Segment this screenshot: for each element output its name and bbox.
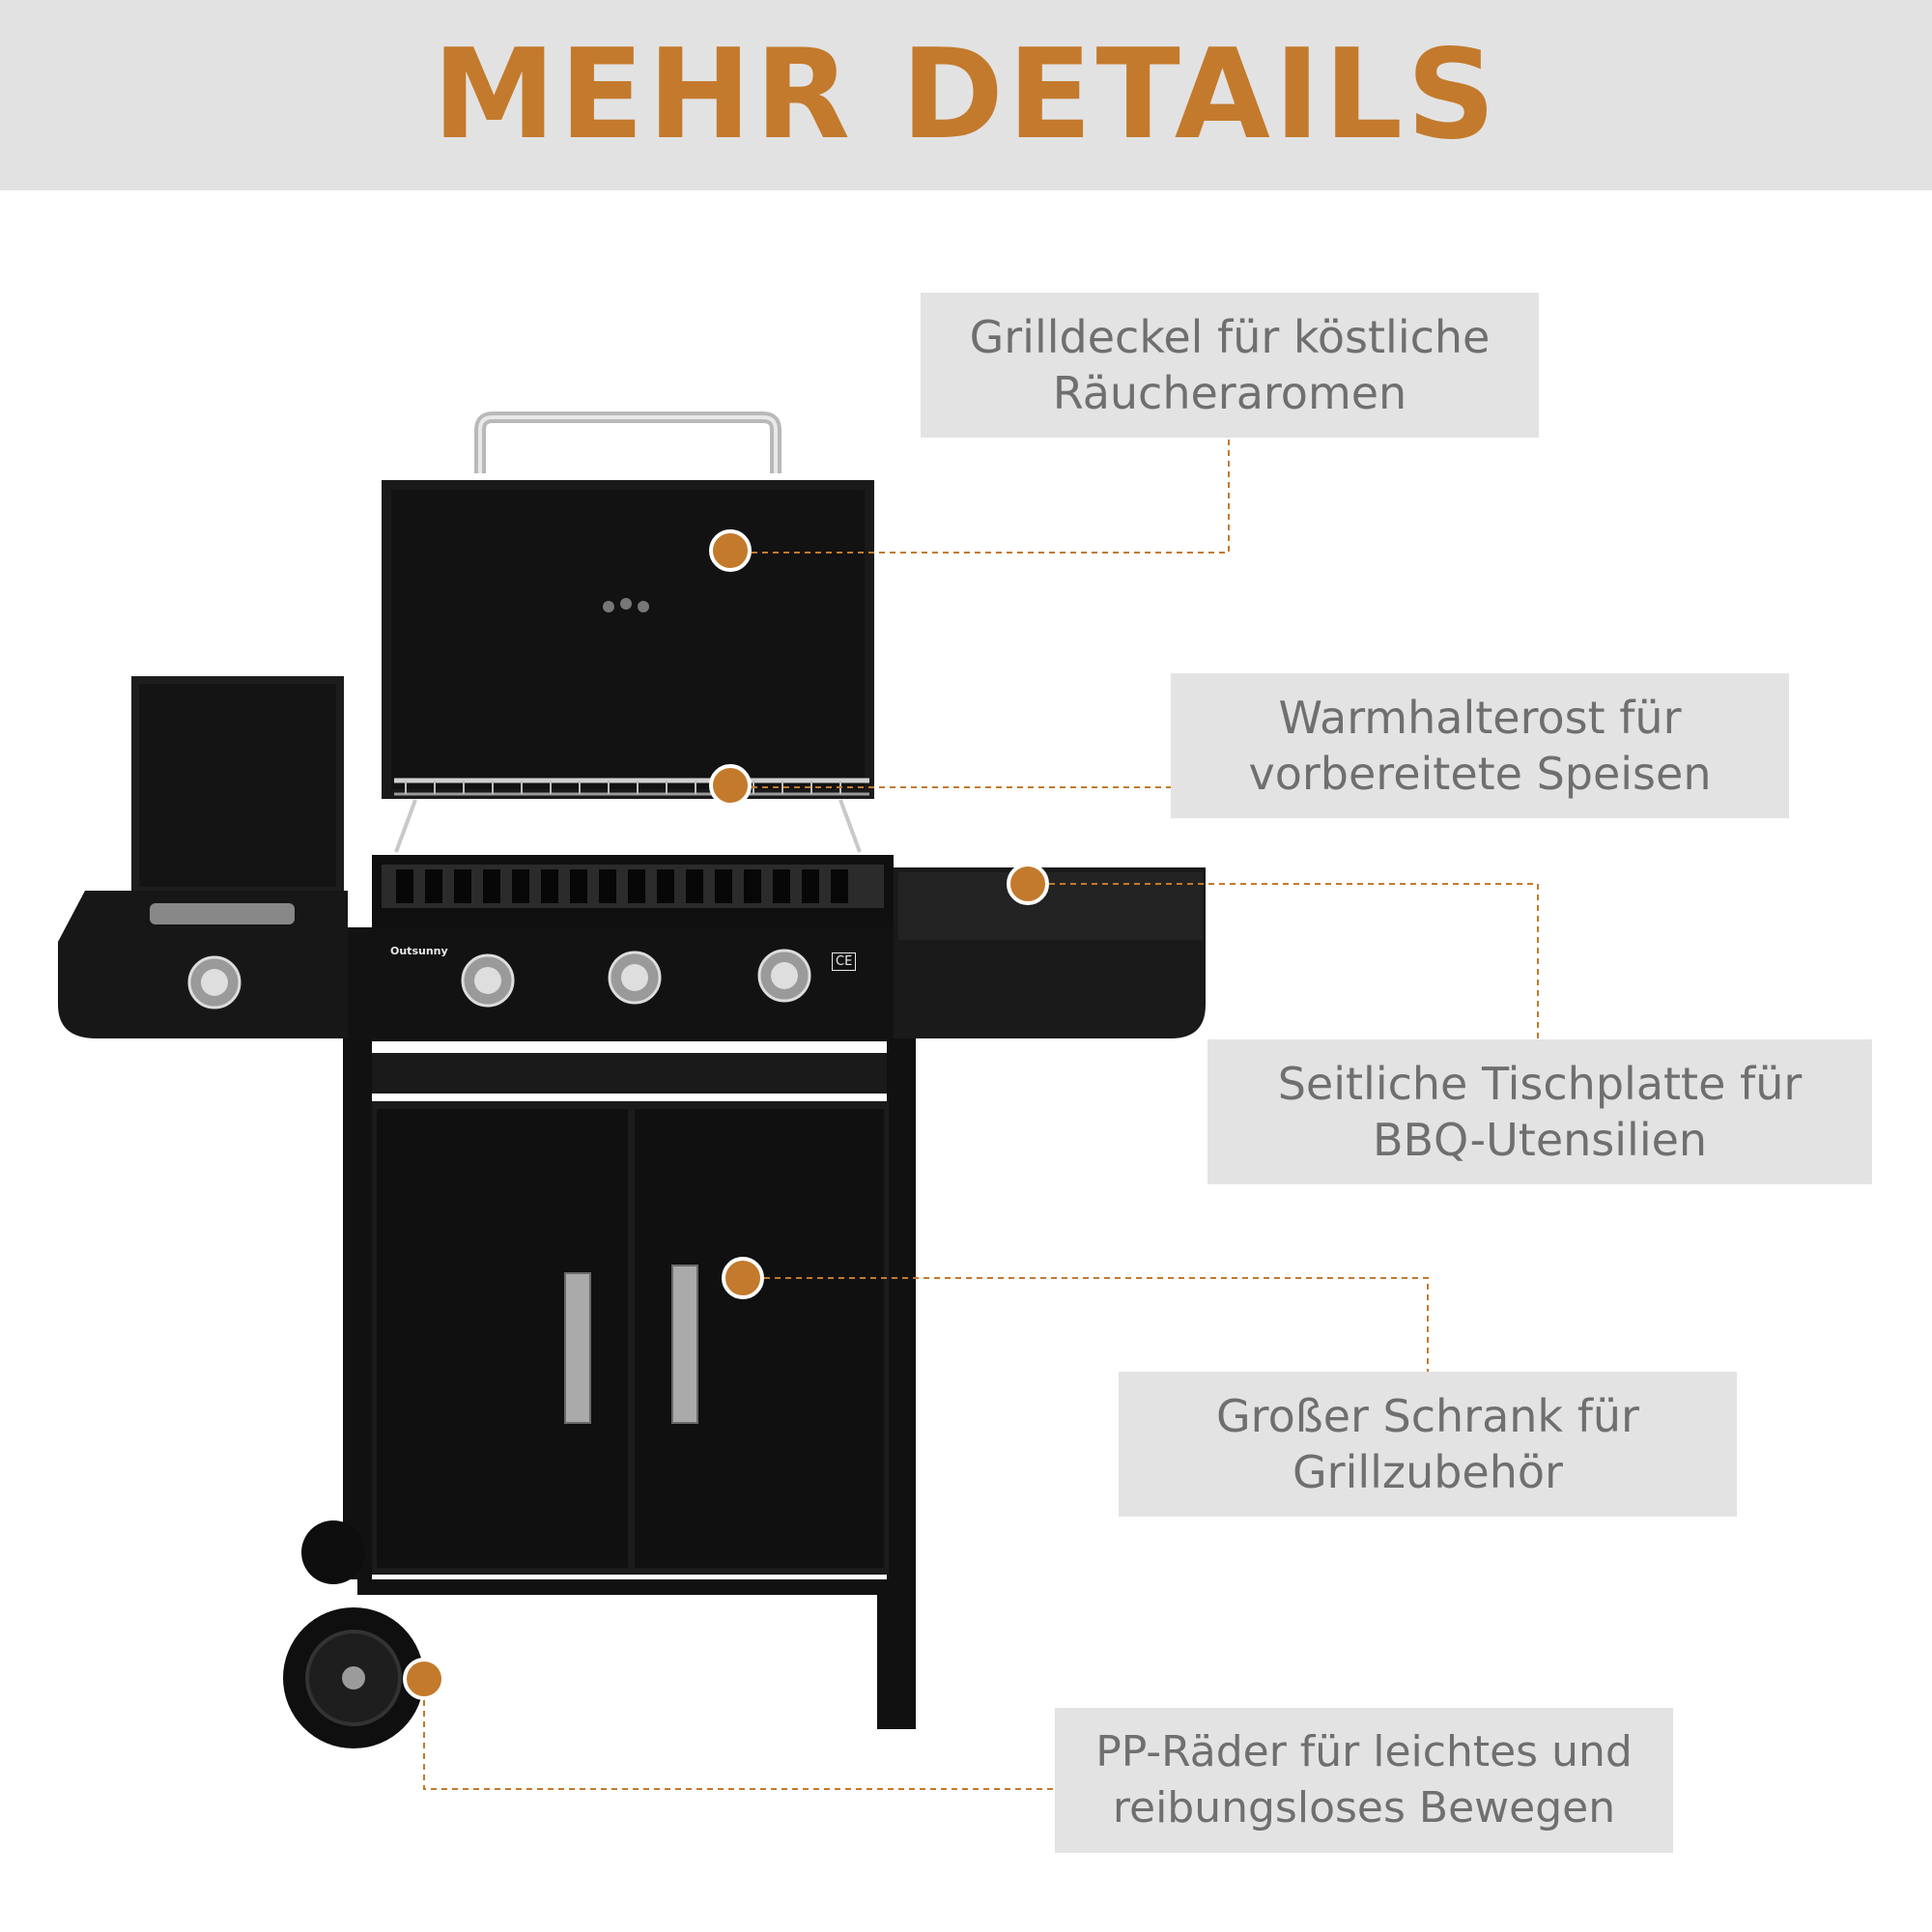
- callout-side-table: Seitliche Tischplatte für BBQ-Utensilien: [1208, 1039, 1872, 1184]
- callout-cabinet-line1: Großer Schrank für: [1216, 1390, 1639, 1442]
- callout-wheels-line2: reibungsloses Bewegen: [1112, 1783, 1616, 1833]
- ce-mark: CE: [832, 952, 857, 971]
- callout-grill-lid-line1: Grilldeckel für köstliche: [969, 311, 1491, 363]
- callout-cabinet-line2: Grillzubehör: [1293, 1446, 1563, 1498]
- callout-side-table-line1: Seitliche Tischplatte für: [1277, 1058, 1803, 1110]
- callout-warming-rack-line1: Warmhalterost für: [1278, 692, 1682, 744]
- callout-warming-rack: Warmhalterost für vorbereitete Speisen: [1171, 673, 1789, 818]
- brand-logo: Outsunny: [390, 945, 448, 957]
- marker-side-table: [1007, 863, 1049, 905]
- callout-side-table-line2: BBQ-Utensilien: [1372, 1114, 1708, 1166]
- marker-rack: [709, 764, 752, 807]
- page-header: MEHR DETAILS: [0, 0, 1932, 190]
- marker-lid: [709, 529, 752, 572]
- callout-warming-rack-line2: vorbereitete Speisen: [1248, 748, 1712, 800]
- callout-wheels: PP-Räder für leichtes und reibungsloses …: [1055, 1708, 1673, 1853]
- marker-cabinet: [722, 1257, 764, 1299]
- callout-cabinet: Großer Schrank für Grillzubehör: [1119, 1372, 1737, 1517]
- page-title: MEHR DETAILS: [432, 23, 1500, 167]
- callout-wheels-line1: PP-Räder für leichtes und: [1095, 1727, 1633, 1776]
- callout-grill-lid-line2: Räucheraromen: [1052, 367, 1407, 419]
- callout-grill-lid: Grilldeckel für köstliche Räucheraromen: [921, 293, 1539, 438]
- marker-wheels: [403, 1658, 445, 1700]
